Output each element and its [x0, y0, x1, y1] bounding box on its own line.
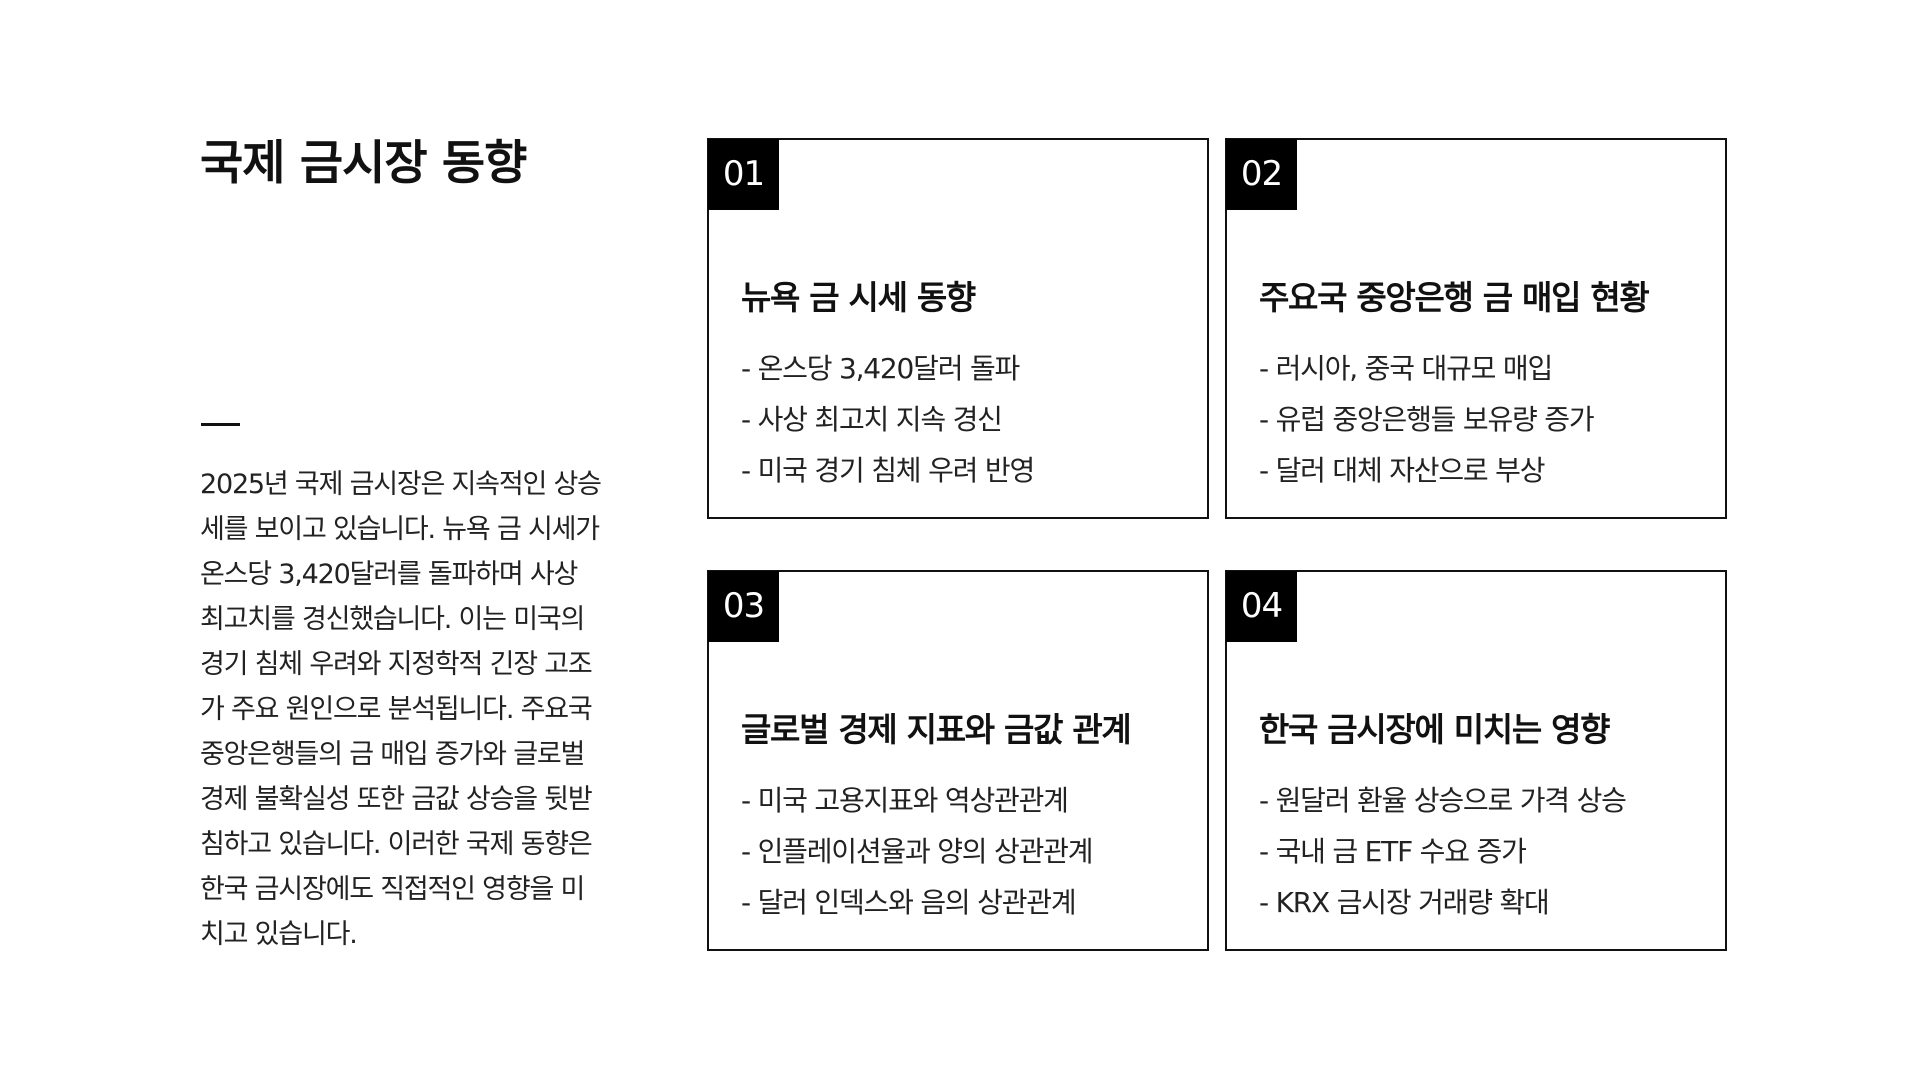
bullet-item: - KRX 금시장 거래량 확대: [1259, 886, 1550, 919]
paragraph-line: 침하고 있습니다. 이러한 국제 동향은: [200, 829, 593, 860]
summary-paragraph: 2025년 국제 금시장은 지속적인 상승 세를 보이고 있습니다. 뉴욕 금 …: [200, 462, 660, 957]
slide-title: 국제 금시장 동향: [200, 136, 527, 191]
bullet-item: - 러시아, 중국 대규모 매입: [1259, 352, 1553, 385]
bullet-item: - 온스당 3,420달러 돌파: [741, 352, 1020, 385]
card-central-bank-purchases: 02 주요국 중앙은행 금 매입 현황 - 러시아, 중국 대규모 매입 - 유…: [1225, 138, 1727, 519]
card-bullet-list: - 원달러 환율 상승으로 가격 상승 - 국내 금 ETF 수요 증가 - K…: [1259, 775, 1627, 928]
title-divider: [201, 423, 240, 426]
paragraph-line: 2025년 국제 금시장은 지속적인 상승: [200, 469, 602, 500]
card-title: 글로벌 경제 지표와 금값 관계: [741, 710, 1132, 749]
card-title: 주요국 중앙은행 금 매입 현황: [1259, 278, 1650, 317]
paragraph-line: 온스당 3,420달러를 돌파하며 사상: [200, 559, 578, 590]
card-number-badge: 01: [708, 139, 779, 210]
paragraph-line: 최고치를 경신했습니다. 이는 미국의: [200, 604, 585, 635]
paragraph-line: 치고 있습니다.: [200, 919, 358, 950]
paragraph-line: 중앙은행들의 금 매입 증가와 글로벌: [200, 739, 585, 770]
bullet-item: - 원달러 환율 상승으로 가격 상승: [1259, 784, 1627, 817]
bullet-item: - 달러 인덱스와 음의 상관관계: [741, 886, 1077, 919]
card-korea-impact: 04 한국 금시장에 미치는 영향 - 원달러 환율 상승으로 가격 상승 - …: [1225, 570, 1727, 951]
paragraph-line: 세를 보이고 있습니다. 뉴욕 금 시세가: [200, 514, 600, 545]
bullet-item: - 미국 경기 침체 우려 반영: [741, 454, 1035, 487]
paragraph-line: 가 주요 원인으로 분석됩니다. 주요국: [200, 694, 593, 725]
card-title: 한국 금시장에 미치는 영향: [1259, 710, 1611, 749]
bullet-item: - 국내 금 ETF 수요 증가: [1259, 835, 1527, 868]
card-number-badge: 04: [1226, 571, 1297, 642]
card-global-indicators: 03 글로벌 경제 지표와 금값 관계 - 미국 고용지표와 역상관관계 - 인…: [707, 570, 1209, 951]
card-bullet-list: - 온스당 3,420달러 돌파 - 사상 최고치 지속 경신 - 미국 경기 …: [741, 343, 1035, 496]
paragraph-line: 한국 금시장에도 직접적인 영향을 미: [200, 874, 585, 905]
bullet-item: - 달러 대체 자산으로 부상: [1259, 454, 1546, 487]
bullet-item: - 유럽 중앙은행들 보유량 증가: [1259, 403, 1595, 436]
card-new-york-gold-price: 01 뉴욕 금 시세 동향 - 온스당 3,420달러 돌파 - 사상 최고치 …: [707, 138, 1209, 519]
card-title: 뉴욕 금 시세 동향: [741, 278, 976, 317]
bullet-item: - 사상 최고치 지속 경신: [741, 403, 1003, 436]
bullet-item: - 인플레이션율과 양의 상관관계: [741, 835, 1093, 868]
card-bullet-list: - 미국 고용지표와 역상관관계 - 인플레이션율과 양의 상관관계 - 달러 …: [741, 775, 1093, 928]
paragraph-line: 경제 불확실성 또한 금값 상승을 뒷받: [200, 784, 593, 815]
card-number-badge: 02: [1226, 139, 1297, 210]
bullet-item: - 미국 고용지표와 역상관관계: [741, 784, 1069, 817]
paragraph-line: 경기 침체 우려와 지정학적 긴장 고조: [200, 649, 593, 680]
card-bullet-list: - 러시아, 중국 대규모 매입 - 유럽 중앙은행들 보유량 증가 - 달러 …: [1259, 343, 1595, 496]
card-number-badge: 03: [708, 571, 779, 642]
